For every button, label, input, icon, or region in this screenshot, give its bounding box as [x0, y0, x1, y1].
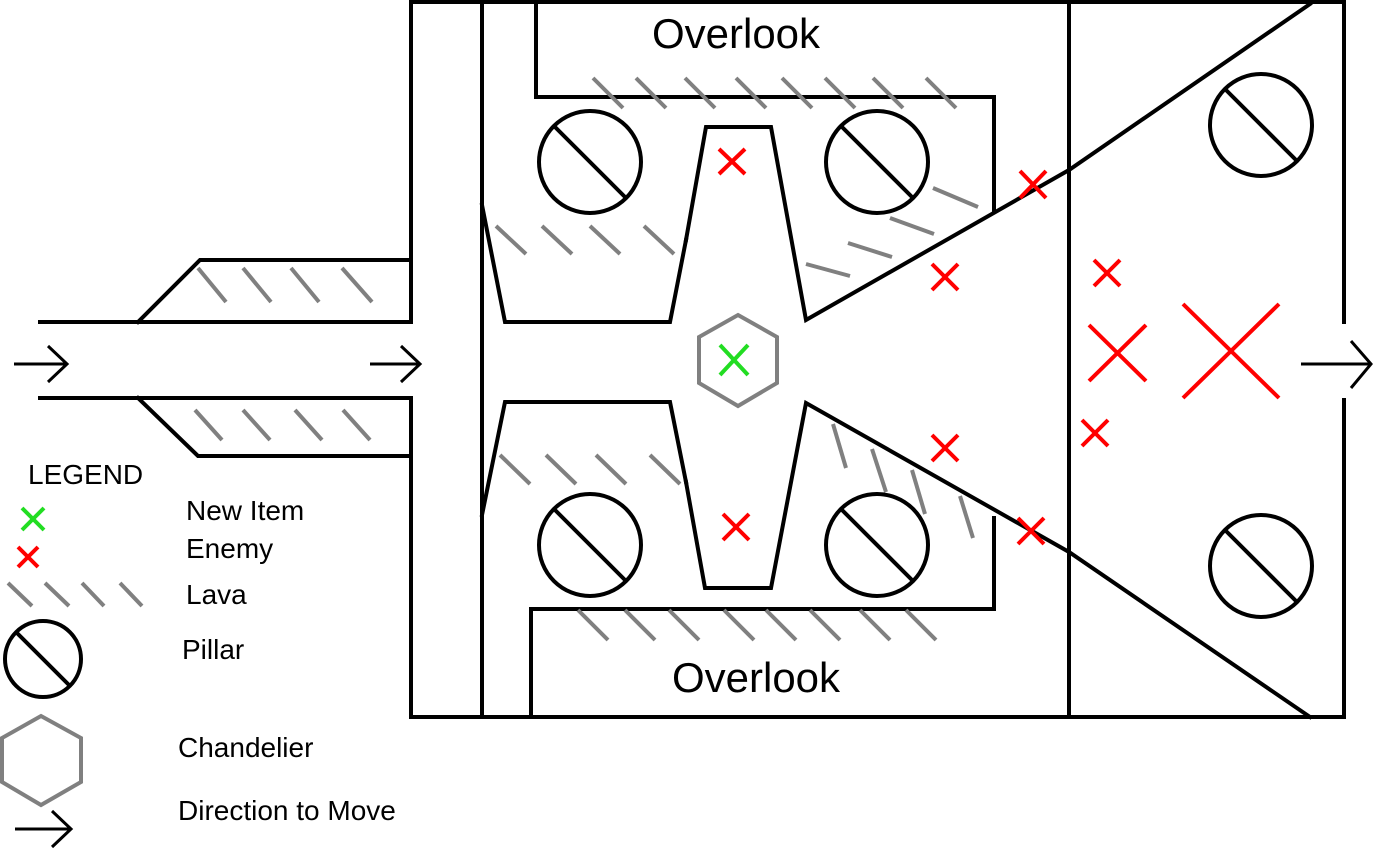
lava-stroke: [823, 76, 857, 110]
enemy-marker-medium[interactable]: [1087, 323, 1148, 383]
lava-stroke: [289, 266, 321, 304]
enemies: [717, 147, 1281, 546]
lava-stroke: [594, 453, 628, 486]
legend-lava-label: Lava: [186, 579, 247, 610]
legend-direction-label: Direction to Move: [178, 795, 396, 826]
pillar: [1208, 72, 1314, 178]
lava-stroke: [341, 408, 372, 442]
lava-stroke: [293, 408, 324, 442]
upper-center-wedge-wall: [683, 1, 1313, 324]
lava-stroke: [544, 453, 578, 486]
lava-stroke: [642, 224, 676, 256]
overlook-bottom-wall: [529, 516, 996, 719]
pillars: [537, 72, 1314, 619]
pillar: [1208, 513, 1314, 619]
lava-stroke: [831, 423, 848, 469]
lava-stroke: [683, 76, 717, 110]
lava-stroke: [591, 76, 625, 110]
lava-stroke: [871, 76, 905, 110]
lava-stroke: [498, 453, 532, 486]
lower-lava-pocket-wall: [135, 395, 412, 458]
legend-chandelier-icon: [0, 713, 83, 808]
new-item-marker[interactable]: [718, 343, 750, 377]
lava-stroke: [494, 224, 528, 256]
lava-stroke: [648, 453, 682, 486]
direction-arrow: [14, 344, 70, 384]
lava-stroke: [805, 262, 851, 278]
lava-stroke: [870, 448, 888, 493]
lava-stroke: [847, 241, 893, 259]
enemy-marker[interactable]: [930, 262, 960, 292]
pillar: [537, 109, 643, 215]
lava-stroke: [241, 266, 273, 304]
legend-enemy-icon: [16, 545, 40, 569]
lava-stroke: [196, 266, 228, 304]
legend-enemy-label: Enemy: [186, 533, 273, 564]
lava-stroke: [588, 224, 622, 256]
pillar: [537, 492, 643, 598]
enemy-marker[interactable]: [717, 147, 747, 176]
lower-center-wedge-wall: [683, 399, 1313, 720]
overlook-bottom-label: Overlook: [672, 654, 841, 701]
lava-stroke: [904, 608, 938, 642]
lava-stroke: [623, 608, 657, 642]
pillar: [824, 109, 930, 215]
enemy-boss-marker[interactable]: [1181, 302, 1281, 400]
lava-stroke: [889, 216, 935, 236]
lava-stroke: [540, 224, 574, 256]
direction-arrow: [370, 344, 423, 384]
legend-title: LEGEND: [28, 459, 143, 490]
enemy-marker[interactable]: [721, 512, 751, 542]
enemy-marker[interactable]: [1016, 516, 1046, 546]
legend: LEGEND New Item Enemy Lava Pillar Chande…: [0, 459, 396, 849]
lava-stroke: [722, 608, 756, 642]
enemy-marker[interactable]: [1080, 418, 1110, 448]
lava-stroke: [667, 608, 701, 642]
lava-stroke: [764, 608, 798, 642]
lava-stroke: [340, 266, 374, 304]
chandelier-icon: [697, 312, 779, 409]
lava-stroke: [932, 186, 979, 209]
overlook-top-label: Overlook: [652, 10, 821, 57]
lava-stroke: [780, 76, 814, 110]
legend-chandelier-label: Chandelier: [178, 732, 313, 763]
legend-new-item-icon: [20, 506, 46, 532]
upper-lava-pocket-wall: [135, 258, 412, 325]
lava-stroke: [193, 408, 224, 442]
upper-left-block-wall: [479, 202, 689, 324]
lava-stroke: [576, 608, 610, 642]
walls: [38, 0, 1346, 720]
overlook-top-wall: [534, 0, 996, 214]
enemy-marker[interactable]: [930, 433, 960, 463]
lower-left-block-wall: [479, 400, 689, 518]
legend-new-item-label: New Item: [186, 495, 304, 526]
enemy-marker[interactable]: [1018, 169, 1048, 200]
lava-stroke: [924, 76, 958, 110]
direction-arrow: [1301, 340, 1373, 389]
lava-stroke: [241, 408, 272, 442]
legend-pillar-label: Pillar: [182, 634, 244, 665]
lava-stroke: [910, 469, 927, 515]
legend-lava-icon: [6, 581, 144, 608]
legend-pillar-icon: [3, 619, 83, 699]
lava-stroke: [958, 495, 975, 539]
pillar: [824, 492, 930, 598]
enemy-marker[interactable]: [1092, 258, 1122, 288]
lava-stroke: [858, 608, 892, 642]
lava-stroke: [808, 608, 842, 642]
lava-stroke: [734, 76, 768, 110]
legend-direction-icon: [15, 809, 74, 849]
lava-patches: [193, 76, 979, 642]
lava-stroke: [634, 76, 668, 110]
